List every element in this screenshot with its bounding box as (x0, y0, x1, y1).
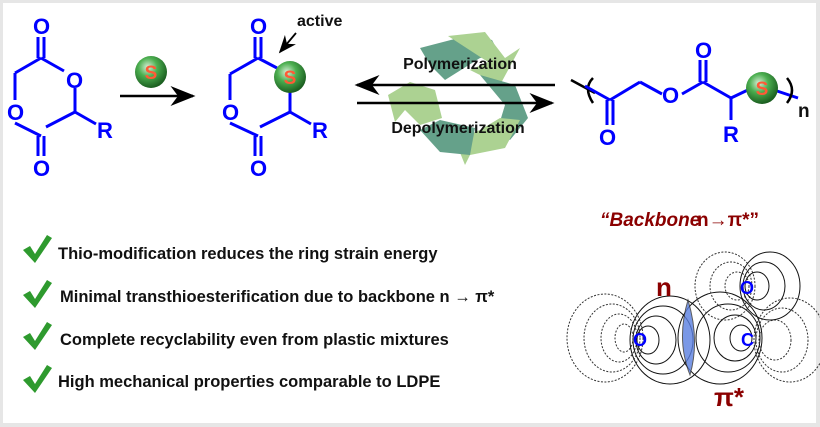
feature-item: Minimal transthioesterification due to b… (60, 288, 495, 306)
monomer-structure (13, 37, 97, 156)
polymer-atom-o-ester: O (662, 83, 679, 108)
recycle-icon (388, 32, 528, 165)
depolymerization-label: Depolymerization (391, 120, 524, 137)
feature-item: Thio-modification reduces the ring strai… (58, 245, 438, 263)
polymer-atom-o-carbonyl1: O (599, 125, 616, 150)
active-annotation: active (297, 13, 342, 30)
orbital-overlap-region (681, 298, 696, 377)
polymer-atom-o-carbonyl2: O (695, 38, 712, 63)
active-pointer-arrow (278, 32, 297, 54)
monomer-atom-o-top: O (33, 14, 50, 39)
orbital-n-label: n (656, 272, 672, 302)
monomer-atom-o-ring: O (66, 68, 83, 93)
reagent-letter: S (145, 63, 158, 84)
orbital-diagram (566, 251, 820, 385)
thio-monomer-structure (228, 37, 312, 156)
orbital-acceptor-atom-o: O (740, 278, 754, 298)
thio-monomer-atom-o-bottom: O (250, 156, 267, 181)
polymerization-label: Polymerization (403, 56, 517, 73)
checkmark-icon (23, 280, 52, 308)
checkmark-icon (23, 365, 52, 393)
feature-item: High mechanical properties comparable to… (58, 373, 441, 391)
checkmark-icon (23, 322, 52, 350)
sulfur-reagent-icon: S (135, 56, 167, 88)
thio-monomer-atom-s: S (284, 68, 297, 89)
thio-monomer-atom-r: R (312, 118, 328, 143)
polymer-atom-s: S (756, 79, 769, 100)
orbital-pi-star-label: π* (714, 382, 745, 412)
polymer-atom-r: R (723, 122, 739, 147)
thio-monomer-atom-o-left: O (222, 100, 239, 125)
orbital-donor-atom-o: O (633, 330, 647, 350)
feature-item: Complete recyclability even from plastic… (60, 331, 449, 349)
sulfur-atom-sphere: S (274, 61, 306, 93)
orbital-title-rest: n→π*” (697, 210, 759, 231)
thio-monomer-atom-o-top: O (250, 14, 267, 39)
monomer-atom-r: R (97, 118, 113, 143)
polymer-sulfur-sphere: S (746, 72, 778, 104)
repeat-unit-subscript: n (798, 101, 810, 122)
monomer-atom-o-left: O (7, 100, 24, 125)
orbital-acceptor-atom-c: C (741, 330, 754, 350)
monomer-atom-o-bottom: O (33, 156, 50, 181)
orbital-title-italic: “Backbone (600, 210, 701, 231)
checkmark-icon (23, 235, 52, 263)
